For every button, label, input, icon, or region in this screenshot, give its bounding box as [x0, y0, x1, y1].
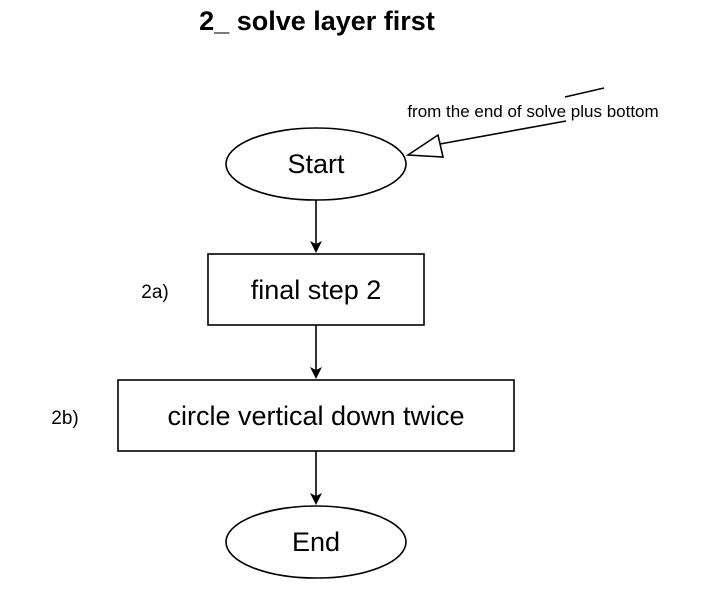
annotation-text: from the end of solve plus bottom [407, 102, 658, 121]
end-label: End [292, 527, 340, 557]
step-2b-tag: 2b) [51, 408, 78, 429]
annotation-leader-tick [564, 87, 605, 98]
start-label: Start [287, 149, 345, 179]
step-2b-label: circle vertical down twice [167, 401, 464, 431]
step-2a-label: final step 2 [251, 275, 382, 305]
diagram-title: 2_ solve layer first [199, 6, 435, 36]
node-end[interactable]: End [225, 505, 407, 579]
node-start[interactable]: Start [225, 127, 407, 201]
end-ellipse [225, 505, 407, 579]
node-step-2b[interactable]: circle vertical down twice [117, 379, 515, 452]
annotation-pointer-triangle [405, 133, 445, 158]
annotation-leader-line [439, 120, 567, 145]
step-2a-tag: 2a) [141, 282, 168, 303]
step-2a-box [207, 253, 425, 326]
node-step-2a[interactable]: final step 2 [207, 253, 425, 326]
